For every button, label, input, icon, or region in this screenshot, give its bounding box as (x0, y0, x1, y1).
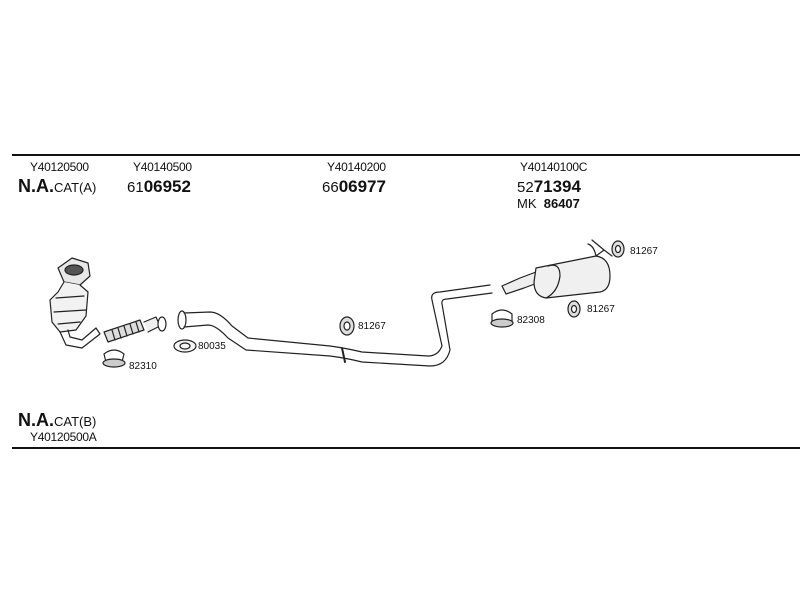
col3-code: Y40140200 (327, 160, 386, 174)
col2-part-number: 6106952 (127, 177, 191, 197)
col2-code: Y40140500 (133, 160, 192, 174)
tag-clamp-rear: 82308 (517, 315, 545, 326)
col4-code: Y40140100C (520, 160, 588, 174)
footer-variant-rest: CAT(B) (54, 414, 97, 429)
flex-pipe (103, 316, 167, 343)
col1-variant-bold: N.A. (18, 176, 54, 196)
front-pipe (177, 284, 493, 367)
clamp-rear (490, 309, 514, 328)
catalytic-converter (49, 257, 101, 349)
col3-number: 06977 (338, 177, 386, 196)
tag-hanger-mid: 81267 (358, 321, 386, 332)
col4-prefix: 52 (517, 179, 534, 196)
footer-rule (12, 447, 800, 449)
tag-clamp-front: 82310 (129, 361, 157, 372)
hanger-rear-top (611, 240, 625, 258)
header-rule (12, 154, 800, 156)
col1-code: Y40120500 (30, 160, 89, 174)
clamp-front (102, 349, 126, 368)
col2-number: 06952 (143, 177, 191, 196)
tag-hanger-rear-top: 81267 (630, 246, 658, 257)
gasket (173, 339, 197, 353)
footer-code: Y40120500A (30, 430, 97, 444)
tag-gasket: 80035 (198, 341, 226, 352)
col4-extra: MK 86407 (517, 196, 580, 211)
footer-variant: N.A.CAT(B) (18, 410, 96, 431)
hanger-mid (339, 316, 355, 336)
col3-part-number: 6606977 (322, 177, 386, 197)
col4-extra-number: 86407 (543, 196, 580, 211)
footer-variant-bold: N.A. (18, 410, 54, 430)
hanger-rear-bottom (567, 300, 581, 318)
tag-hanger-rear-bottom: 81267 (587, 304, 615, 315)
rear-muffler (501, 239, 613, 299)
col4-extra-prefix: MK (517, 196, 537, 211)
col4-number: 71394 (533, 177, 581, 196)
col2-prefix: 61 (127, 179, 144, 196)
col3-prefix: 66 (322, 179, 339, 196)
col1-variant-rest: CAT(A) (54, 180, 97, 195)
col4-part-number: 5271394 (517, 177, 581, 197)
col1-variant: N.A.CAT(A) (18, 176, 96, 197)
